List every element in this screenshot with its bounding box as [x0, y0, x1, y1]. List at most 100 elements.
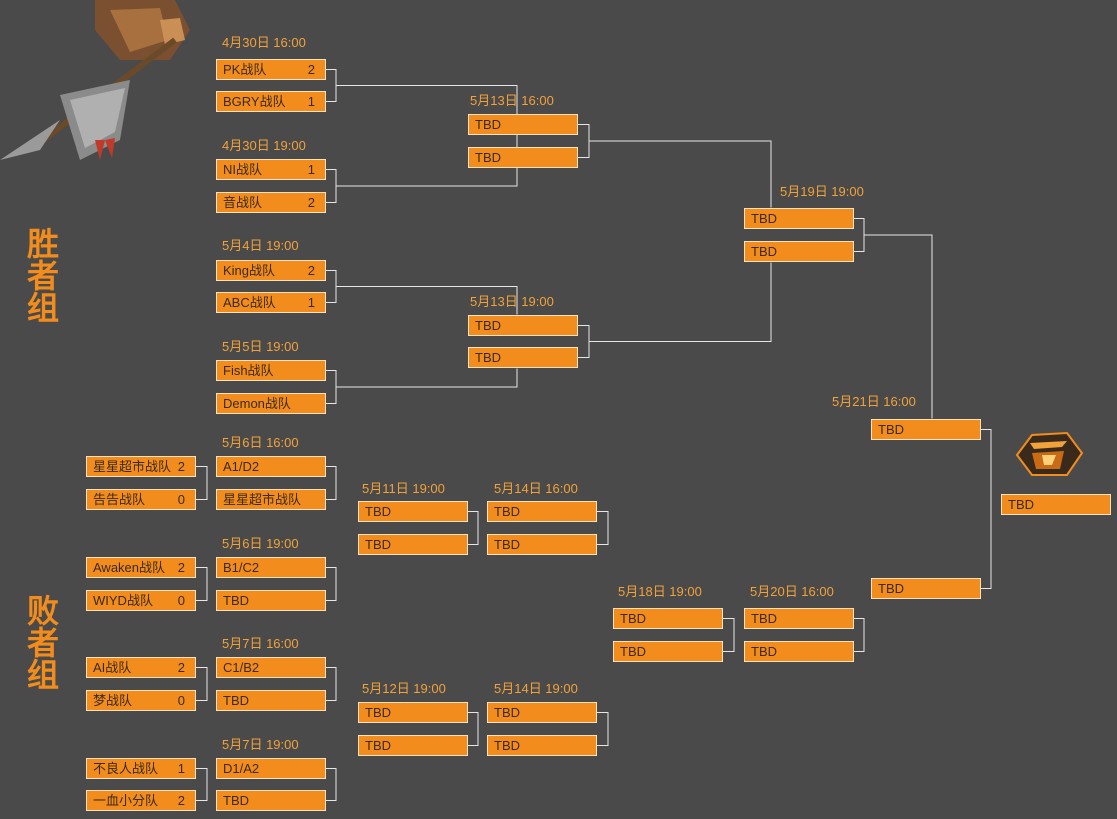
team-score: 1 [307, 94, 315, 109]
team-slot-l3b[interactable]: TBD [216, 690, 326, 711]
team-score: 2 [307, 62, 315, 77]
connector-w4-out [336, 368, 518, 388]
connector-lr5 [854, 618, 865, 652]
team-name: B1/C2 [223, 560, 260, 575]
team-name: A1/D2 [223, 459, 260, 474]
team-score: 0 [177, 693, 185, 708]
team-slot-lr2b[interactable]: TBD [358, 534, 468, 555]
team-name: TBD [365, 738, 391, 753]
team-slot-ws1b[interactable]: TBD [468, 147, 578, 168]
team-slot-lr2a[interactable]: TBD [358, 501, 468, 522]
connector-p2 [196, 567, 208, 601]
team-slot-p3b[interactable]: 梦战队 0 [86, 690, 196, 711]
connector-wf [854, 218, 865, 252]
team-slot-l1a[interactable]: A1/D2 [216, 456, 326, 477]
team-slot-p4a[interactable]: 不良人战队 1 [86, 758, 196, 779]
connector-w1 [326, 69, 337, 102]
team-score: 1 [177, 761, 185, 776]
team-name: TBD [1008, 497, 1034, 512]
team-name: Fish战队 [223, 363, 274, 378]
team-name: TBD [365, 537, 391, 552]
match-date-d12: 5月7日 19:00 [222, 737, 299, 752]
team-slot-lr4a[interactable]: TBD [613, 608, 723, 629]
team-score: 1 [307, 295, 315, 310]
team-slot-l2a[interactable]: B1/C2 [216, 557, 326, 578]
team-slot-l4a[interactable]: D1/A2 [216, 758, 326, 779]
team-slot-wfb[interactable]: TBD [744, 241, 854, 262]
warrior-with-axe-icon [0, 0, 190, 160]
team-slot-p4b[interactable]: 一血小分队 2 [86, 790, 196, 811]
team-slot-wfa[interactable]: TBD [744, 208, 854, 229]
winners-bracket-label: 胜者组 [26, 226, 59, 326]
connector-w2-out [336, 168, 518, 187]
team-slot-lr4b[interactable]: TBD [613, 641, 723, 662]
team-name: TBD [751, 244, 777, 259]
team-slot-gfb[interactable]: TBD [871, 578, 981, 599]
team-score: 2 [177, 793, 185, 808]
connector-p4 [196, 768, 208, 801]
team-slot-ws2a[interactable]: TBD [468, 315, 578, 336]
team-name: 不良人战队 [93, 761, 159, 776]
team-slot-ws2b[interactable]: TBD [468, 347, 578, 368]
team-name: TBD [223, 793, 249, 808]
team-slot-champ[interactable]: TBD [1001, 494, 1111, 515]
team-score: 2 [307, 195, 315, 210]
team-slot-lr3c[interactable]: TBD [487, 702, 597, 723]
team-slot-lr3b[interactable]: TBD [487, 534, 597, 555]
team-slot-lr2d[interactable]: TBD [358, 735, 468, 756]
match-date-d13: 5月11日 19:00 [362, 481, 445, 496]
team-name: 梦战队 [93, 693, 133, 708]
team-name: Awaken战队 [93, 560, 166, 575]
match-date-d8: 5月21日 16:00 [832, 394, 916, 409]
team-slot-lr5a[interactable]: TBD [744, 608, 854, 629]
team-name: 一血小分队 [93, 793, 159, 808]
team-slot-lr5b[interactable]: TBD [744, 641, 854, 662]
team-slot-w2a[interactable]: NI战队 1 [216, 159, 326, 180]
team-score: 1 [307, 162, 315, 177]
team-slot-p2b[interactable]: WIYD战队 0 [86, 590, 196, 611]
team-name: WIYD战队 [93, 593, 153, 608]
team-slot-ws1a[interactable]: TBD [468, 114, 578, 135]
connector-l3 [326, 667, 337, 701]
match-date-d15: 5月12日 19:00 [362, 681, 446, 696]
team-slot-l2b[interactable]: TBD [216, 590, 326, 611]
team-slot-lr2c[interactable]: TBD [358, 702, 468, 723]
team-slot-l4b[interactable]: TBD [216, 790, 326, 811]
team-name: TBD [751, 211, 777, 226]
team-slot-w4a[interactable]: Fish战队 [216, 360, 326, 381]
team-slot-lr3a[interactable]: TBD [487, 501, 597, 522]
team-name: TBD [494, 705, 520, 720]
team-slot-w4b[interactable]: Demon战队 [216, 393, 326, 414]
losers-bracket-label: 败者组 [26, 593, 59, 693]
team-name: TBD [878, 581, 904, 596]
team-score: 0 [177, 593, 185, 608]
team-name: ABC战队 [223, 295, 276, 310]
team-name: 星星超市战队 [223, 492, 302, 507]
team-slot-lr3d[interactable]: TBD [487, 735, 597, 756]
team-name: D1/A2 [223, 761, 260, 776]
connector-ws1 [578, 124, 590, 158]
team-slot-l1b[interactable]: 星星超市战队 [216, 489, 326, 510]
team-name: NI战队 [223, 162, 263, 177]
team-slot-l3a[interactable]: C1/B2 [216, 657, 326, 678]
match-date-d4: 5月5日 19:00 [222, 339, 299, 354]
team-name: TBD [751, 644, 777, 659]
team-slot-gfa[interactable]: TBD [871, 419, 981, 440]
connector-p3 [196, 667, 208, 701]
match-date-d5: 5月13日 16:00 [470, 93, 554, 108]
connector-lr3-top [597, 511, 609, 545]
connector-l1 [326, 466, 337, 500]
team-name: TBD [878, 422, 904, 437]
team-slot-w3b[interactable]: ABC战队 1 [216, 292, 326, 313]
team-name: TBD [494, 738, 520, 753]
team-name: TBD [620, 611, 646, 626]
